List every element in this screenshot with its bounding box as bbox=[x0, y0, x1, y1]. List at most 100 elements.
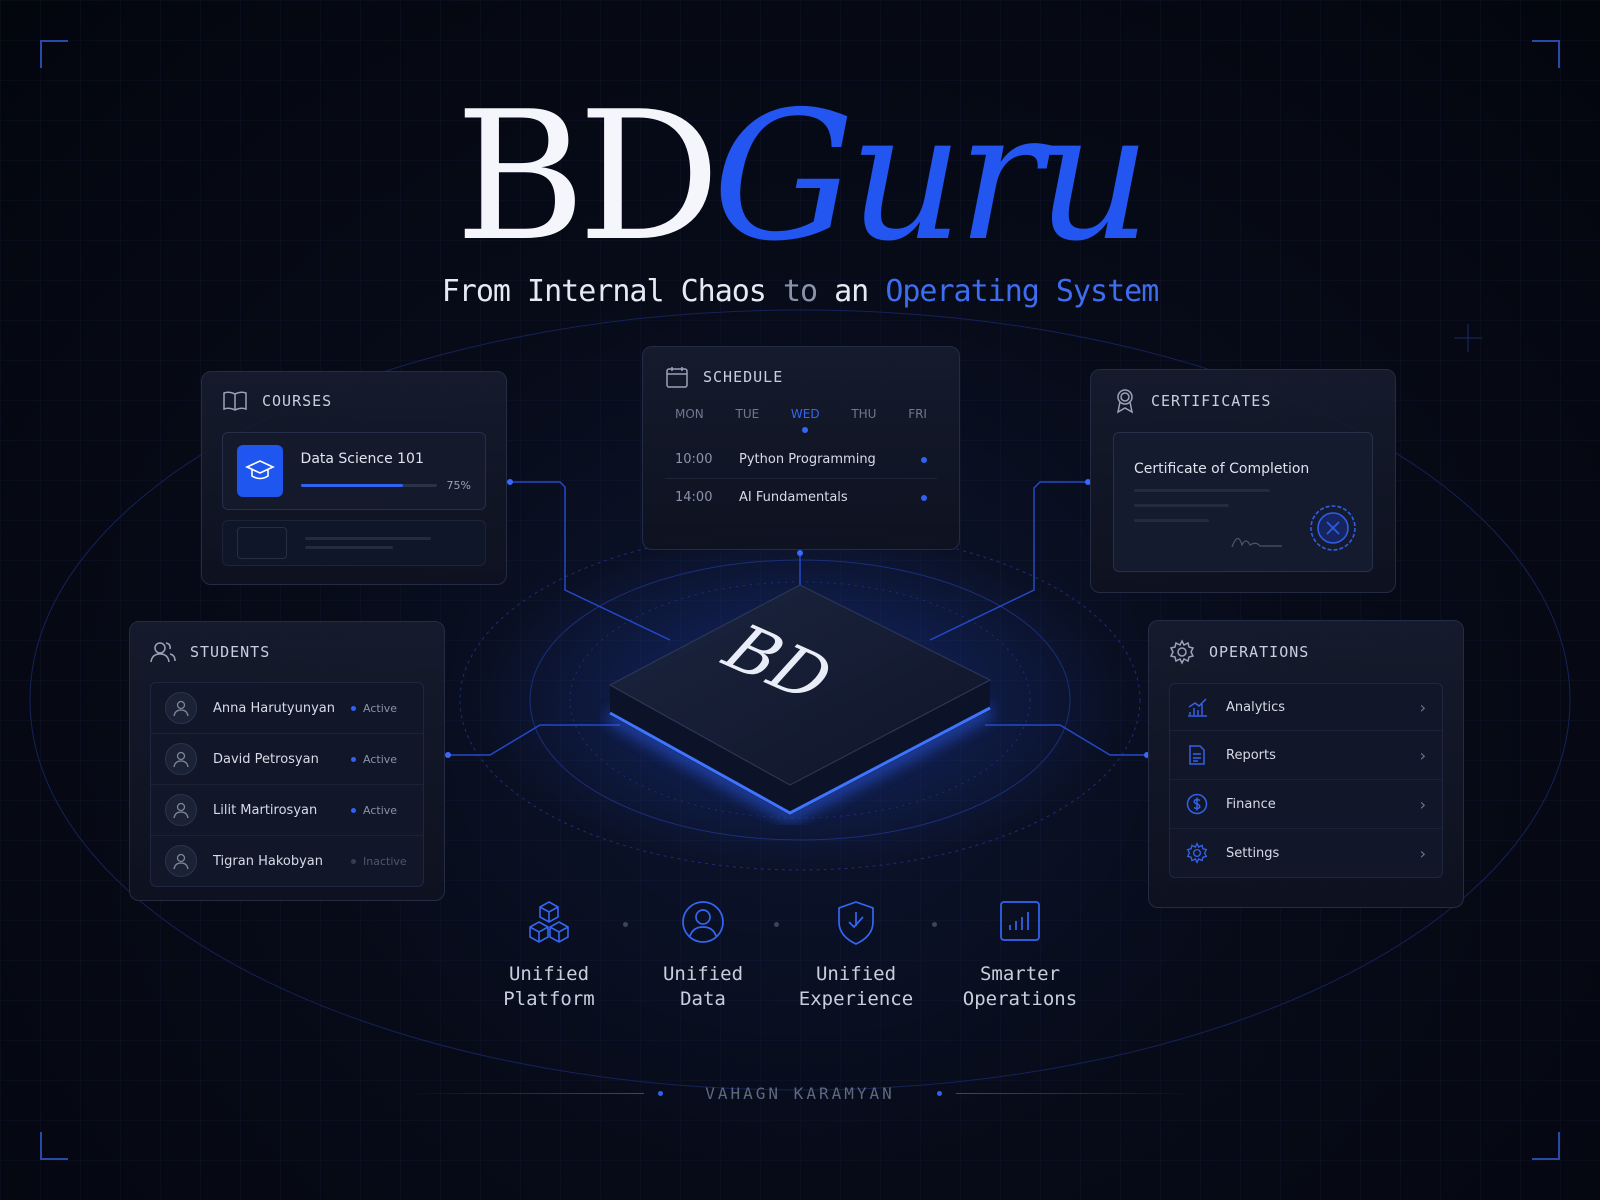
students-list: Anna Harutyunyan Active David Petrosyan … bbox=[150, 682, 424, 887]
schedule-dot bbox=[921, 494, 927, 501]
schedule-title: AI Fundamentals bbox=[739, 490, 848, 505]
document-icon bbox=[1186, 744, 1208, 766]
brand-title-plain: BD bbox=[454, 73, 721, 280]
status-label: Active bbox=[363, 803, 398, 817]
chevron-right-icon: › bbox=[1419, 697, 1426, 717]
status-label: Active bbox=[363, 701, 398, 715]
cubes-icon bbox=[464, 900, 634, 950]
subtitle-part2: to bbox=[782, 274, 818, 309]
graduation-cap-icon bbox=[237, 445, 283, 497]
student-name: Anna Harutyunyan bbox=[213, 700, 335, 716]
courses-card[interactable]: COURSES Data Science 101 75% bbox=[201, 371, 507, 585]
subtitle-accent: Operating System bbox=[885, 274, 1159, 309]
ops-item-settings[interactable]: Settings › bbox=[1170, 829, 1442, 877]
feature-line2: Platform bbox=[503, 988, 595, 1010]
schedule-item[interactable]: 10:00 Python Programming bbox=[665, 441, 937, 479]
status-badge: Active bbox=[351, 804, 409, 817]
feature-line1: Unified bbox=[508, 963, 590, 985]
day-fri[interactable]: FRI bbox=[908, 407, 927, 421]
dollar-icon bbox=[1186, 793, 1208, 815]
ops-label: Analytics bbox=[1226, 699, 1286, 715]
feature-separator bbox=[932, 922, 937, 927]
subtitle-part3: an bbox=[834, 274, 869, 309]
avatar bbox=[165, 845, 197, 877]
schedule-time: 10:00 bbox=[675, 452, 713, 467]
operations-list: Analytics › Reports › Finance › Settings… bbox=[1169, 683, 1443, 878]
ops-label: Finance bbox=[1226, 796, 1276, 812]
schedule-item[interactable]: 14:00 AI Fundamentals bbox=[665, 479, 937, 516]
student-row[interactable]: Lilit Martirosyan Active bbox=[151, 785, 423, 836]
avatar bbox=[165, 743, 197, 775]
student-row[interactable]: Tigran Hakobyan Inactive bbox=[151, 836, 423, 886]
chart-icon bbox=[1186, 697, 1208, 717]
ops-item-reports[interactable]: Reports › bbox=[1170, 731, 1442, 780]
schedule-card[interactable]: SCHEDULE MON TUE WED THU FRI 10:00 Pytho… bbox=[642, 346, 960, 550]
day-wed[interactable]: WED bbox=[790, 407, 820, 433]
students-heading: STUDENTS bbox=[190, 643, 271, 661]
shield-check-icon bbox=[771, 900, 941, 950]
feature-line1: Smarter bbox=[979, 963, 1061, 985]
feature-line2: Data bbox=[680, 988, 726, 1010]
certificate-preview[interactable]: Certificate of Completion bbox=[1113, 432, 1373, 572]
brand-title: BDGuru bbox=[0, 88, 1600, 266]
certificate-title: Certificate of Completion bbox=[1134, 461, 1310, 477]
student-name: David Petrosyan bbox=[213, 751, 319, 767]
signature-icon bbox=[1230, 529, 1284, 555]
feature-separator bbox=[623, 922, 628, 927]
feature-unified-platform: Unified Platform bbox=[464, 900, 634, 1012]
feature-unified-data: Unified Data bbox=[618, 900, 788, 1012]
seal-icon bbox=[1308, 503, 1358, 557]
ops-item-finance[interactable]: Finance › bbox=[1170, 780, 1442, 829]
status-label: Inactive bbox=[363, 854, 407, 868]
certificates-heading: CERTIFICATES bbox=[1151, 392, 1272, 410]
chevron-right-icon: › bbox=[1419, 794, 1426, 814]
brand-subtitle: From Internal Chaos to an Operating Syst… bbox=[0, 274, 1600, 309]
book-icon bbox=[222, 390, 248, 412]
day-mon[interactable]: MON bbox=[675, 407, 704, 421]
frame-corner-bottom-right bbox=[1532, 1132, 1560, 1160]
course-item[interactable]: Data Science 101 75% bbox=[222, 432, 486, 510]
day-thu[interactable]: THU bbox=[851, 407, 877, 421]
footer-divider-right bbox=[955, 1093, 1196, 1094]
feature-separator bbox=[774, 922, 779, 927]
award-icon bbox=[1113, 388, 1137, 414]
settings-icon bbox=[1186, 842, 1208, 864]
course-progress-bar bbox=[300, 483, 437, 487]
schedule-title: Python Programming bbox=[739, 452, 876, 467]
status-badge: Inactive bbox=[351, 855, 409, 868]
avatar bbox=[165, 794, 197, 826]
frame-corner-top-right bbox=[1532, 40, 1560, 68]
status-label: Active bbox=[363, 752, 398, 766]
student-row[interactable]: David Petrosyan Active bbox=[151, 734, 423, 785]
bar-chart-icon bbox=[935, 900, 1105, 950]
user-circle-icon bbox=[618, 900, 788, 950]
frame-corner-top-left bbox=[40, 40, 68, 68]
feature-smarter-operations: Smarter Operations bbox=[935, 900, 1105, 1012]
student-name: Tigran Hakobyan bbox=[213, 853, 323, 869]
chevron-right-icon: › bbox=[1419, 745, 1426, 765]
course-placeholder-item bbox=[222, 520, 486, 566]
schedule-dot bbox=[921, 456, 927, 463]
calendar-icon bbox=[665, 365, 689, 389]
ops-label: Reports bbox=[1226, 747, 1276, 763]
ops-item-analytics[interactable]: Analytics › bbox=[1170, 684, 1442, 731]
operations-card[interactable]: OPERATIONS Analytics › Reports › Finance… bbox=[1148, 620, 1464, 908]
certificates-card[interactable]: CERTIFICATES Certificate of Completion bbox=[1090, 369, 1396, 593]
gear-icon bbox=[1169, 639, 1195, 665]
feature-line1: Unified bbox=[662, 963, 744, 985]
brand-title-accent: Guru bbox=[712, 73, 1151, 280]
ops-label: Settings bbox=[1226, 845, 1280, 861]
status-badge: Active bbox=[351, 702, 409, 715]
status-badge: Active bbox=[351, 753, 409, 766]
core-chip: BD bbox=[600, 584, 1000, 825]
operations-heading: OPERATIONS bbox=[1209, 643, 1310, 661]
schedule-time: 14:00 bbox=[675, 490, 713, 505]
avatar bbox=[165, 692, 197, 724]
day-tue[interactable]: TUE bbox=[735, 407, 760, 421]
course-progress-label: 75% bbox=[446, 478, 471, 492]
student-row[interactable]: Anna Harutyunyan Active bbox=[151, 683, 423, 734]
student-name: Lilit Martirosyan bbox=[213, 802, 318, 818]
footer: VAHAGN KARAMYAN bbox=[0, 1084, 1600, 1103]
chevron-right-icon: › bbox=[1419, 843, 1426, 863]
students-card[interactable]: STUDENTS Anna Harutyunyan Active David P… bbox=[129, 621, 445, 901]
